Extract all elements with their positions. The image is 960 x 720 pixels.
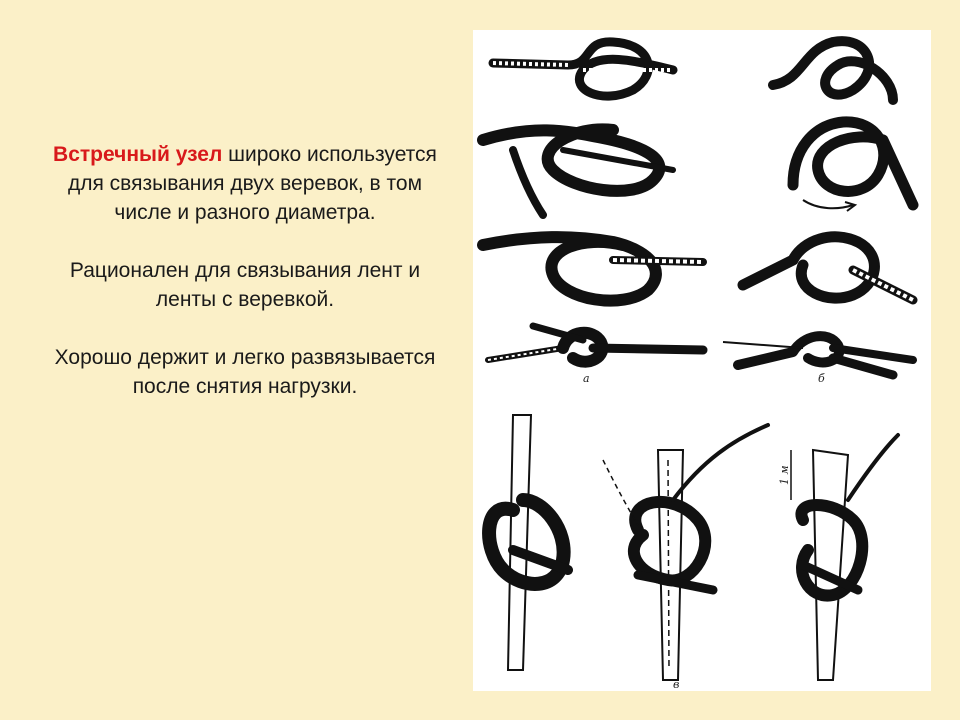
- figure-label-c: в: [673, 678, 679, 691]
- paragraph-description: Встречный узел широко используется для с…: [40, 140, 450, 227]
- knot-step-3-right: [737, 231, 918, 305]
- knot-step-1-left: [488, 37, 678, 101]
- knot-step-4-right: б: [722, 331, 917, 385]
- knot-step-3-left: [477, 231, 707, 307]
- description-text: широко используется для связывания двух …: [67, 143, 437, 224]
- paragraph-tape-usage: Рационален для связывания лент и ленты с…: [69, 259, 421, 311]
- tape-knot-step-2: в: [602, 423, 770, 691]
- knot-illustration-panel: а б в: [473, 30, 931, 691]
- tape-knot-step-3: 1 м: [778, 433, 900, 681]
- tape-knot-step-1: [482, 414, 573, 671]
- knot-step-2-right: [787, 116, 919, 212]
- knot-step-4-left: а: [485, 322, 708, 385]
- slide-text: Встречный узел широко используется для с…: [40, 140, 450, 430]
- knot-step-1-right: [768, 36, 898, 105]
- figure-label-a: а: [583, 372, 590, 385]
- knot-diagram-image: а б в: [477, 36, 919, 691]
- knot-step-2-left: [477, 123, 676, 219]
- knot-name-highlight: Встречный узел: [53, 143, 223, 166]
- paragraph-holding-properties: Хорошо держит и легко развязывается посл…: [54, 346, 436, 398]
- figure-label-b: б: [818, 372, 825, 385]
- side-length-label: 1 м: [778, 465, 791, 485]
